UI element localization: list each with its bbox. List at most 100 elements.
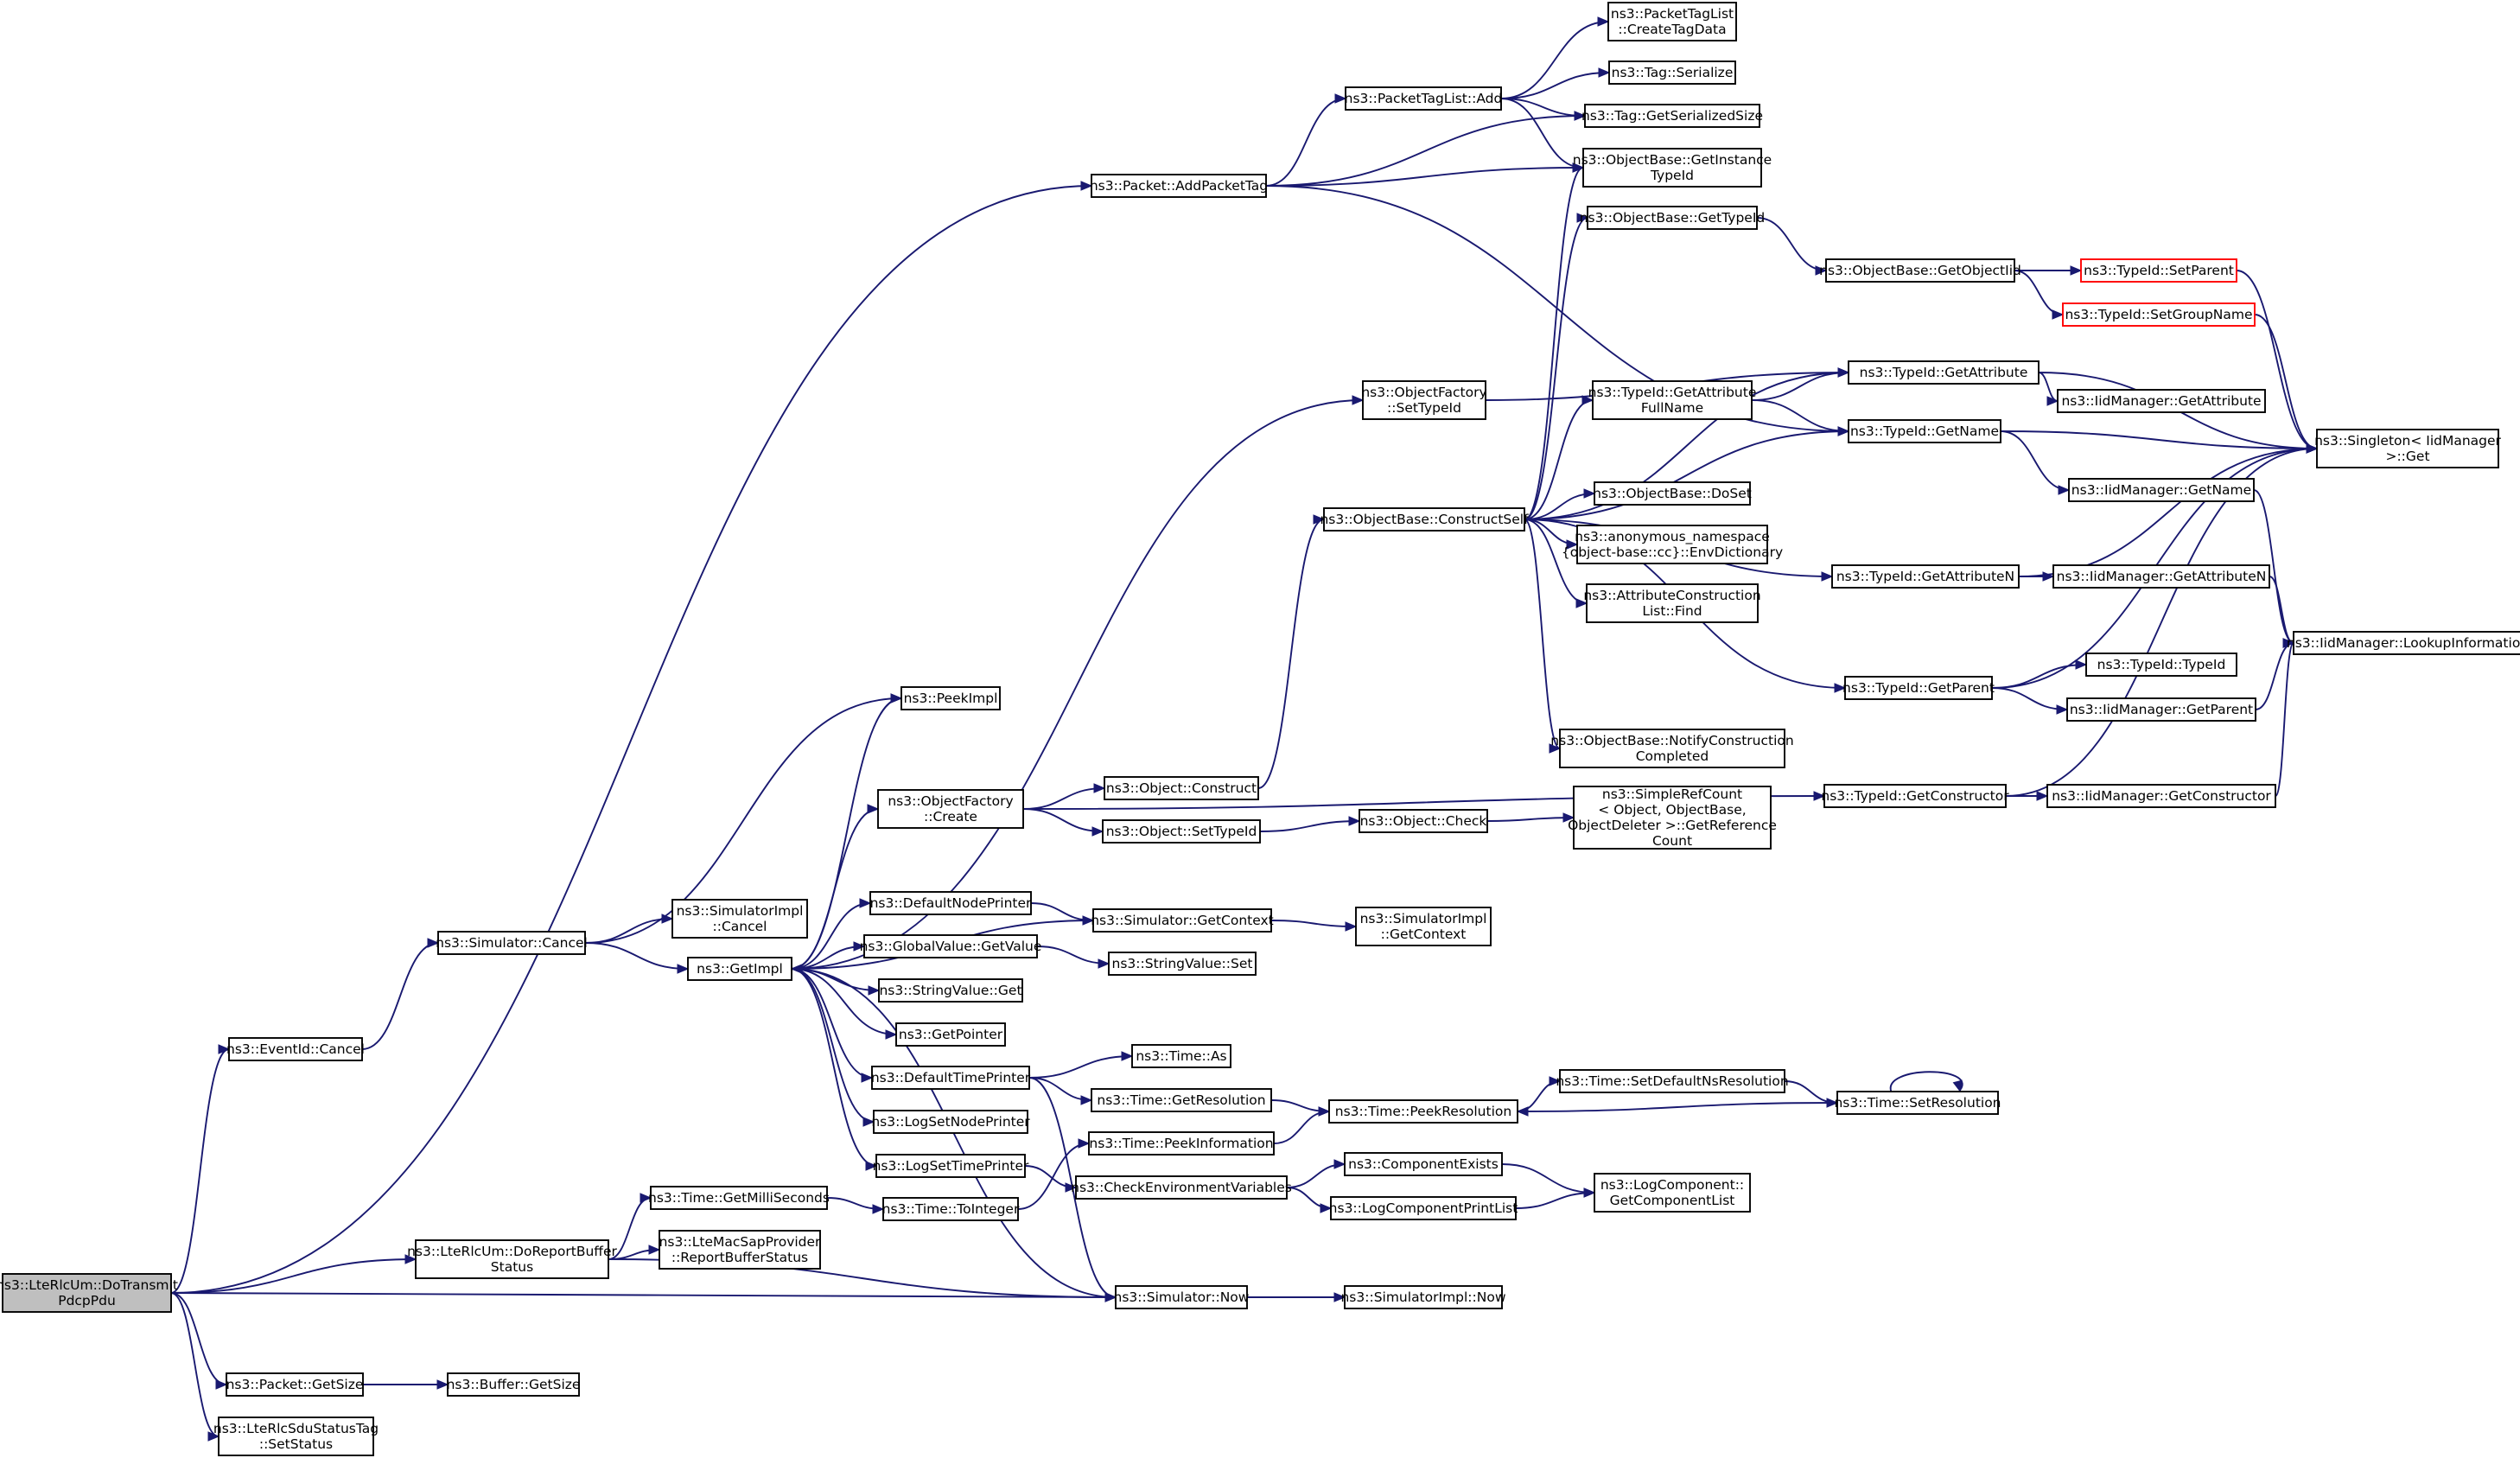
node-iidgetattr[interactable]: ns3::IidManager::GetAttribute — [2057, 389, 2266, 413]
node-gvgetvalue[interactable]: ns3::GlobalValue::GetValue — [860, 934, 1042, 958]
node-timetoint[interactable]: ns3::Time::ToInteger — [882, 1197, 1020, 1221]
node-box — [1573, 786, 1772, 850]
node-logcompprint[interactable]: ns3::LogComponentPrintList — [1329, 1196, 1518, 1220]
edge-arrowhead — [1333, 1292, 1346, 1302]
node-obgetobjectiid[interactable]: ns3::ObjectBase::GetObjectIid — [1819, 258, 2021, 283]
node-envdict[interactable]: ns3::anonymous_namespace{object-base::cc… — [1562, 525, 1783, 564]
edge-arrowhead — [890, 693, 903, 704]
node-box — [1576, 525, 1768, 564]
node-defnodeprinter[interactable]: ns3::DefaultNodePrinter — [869, 891, 1032, 915]
edge-tidsetparent-to-singletonget — [2236, 270, 2319, 454]
node-box — [218, 1417, 374, 1456]
node-obgettid[interactable]: ns3::ObjectBase::GetTypeId — [1580, 206, 1766, 230]
node-logsetnode[interactable]: ns3::LogSetNodePrinter — [871, 1110, 1030, 1134]
node-iidlookup[interactable]: ns3::IidManager::LookupInformation — [2287, 631, 2520, 655]
node-getpointer[interactable]: ns3::GetPointer — [895, 1022, 1006, 1047]
node-simimplcancel[interactable]: ns3::SimulatorImpl::Cancel — [671, 899, 808, 939]
node-bufgetsize[interactable]: ns3::Buffer::GetSize — [447, 1372, 581, 1397]
node-eventcancel[interactable]: ns3::EventId::Cancel — [226, 1037, 365, 1061]
node-timesetres[interactable]: ns3::Time::SetResolution — [1834, 1091, 2001, 1115]
node-srcgetref[interactable]: ns3::SimpleRefCount< Object, ObjectBase,… — [1568, 786, 1777, 850]
node-tidgetparent[interactable]: ns3::TypeId::GetParent — [1842, 676, 1995, 700]
node-timemilli[interactable]: ns3::Time::GetMilliSeconds — [648, 1186, 830, 1210]
node-iidgetattrn[interactable]: ns3::IidManager::GetAttributeN — [2052, 564, 2270, 589]
node-svget[interactable]: ns3::StringValue::Get — [878, 978, 1023, 1003]
node-tidsetgroup[interactable]: ns3::TypeId::SetGroupName — [2062, 302, 2256, 327]
node-timegetres[interactable]: ns3::Time::GetResolution — [1091, 1088, 1272, 1112]
node-objsettypeid[interactable]: ns3::Object::SetTypeId — [1102, 819, 1261, 844]
node-label: ns3::LogComponent:: — [1600, 1177, 1744, 1193]
node-obnotify[interactable]: ns3::ObjectBase::NotifyConstructionCompl… — [1550, 729, 1794, 768]
node-pktaddtag[interactable]: ns3::Packet::AddPacketTag — [1090, 174, 1268, 198]
node-svset[interactable]: ns3::StringValue::Set — [1108, 952, 1257, 976]
node-tidsetparent[interactable]: ns3::TypeId::SetParent — [2080, 258, 2237, 283]
node-simnow[interactable]: ns3::Simulator::Now — [1114, 1285, 1250, 1309]
node-obdoset[interactable]: ns3::ObjectBase::DoSet — [1593, 481, 1752, 506]
node-lcgetlist[interactable]: ns3::LogComponent::GetComponentList — [1594, 1173, 1751, 1213]
edge-line — [1517, 1080, 1561, 1112]
node-ofsettypeid[interactable]: ns3::ObjectFactory::SetTypeId — [1361, 380, 1487, 420]
node-macreport[interactable]: ns3::LteMacSapProvider::ReportBufferStat… — [659, 1230, 821, 1270]
node-tagserialize[interactable]: ns3::Tag::Serialize — [1608, 60, 1736, 85]
node-peekimpl[interactable]: ns3::PeekImpl — [900, 686, 1001, 710]
node-label: ns3::SimulatorImpl::Now — [1340, 1289, 1505, 1305]
node-label: ns3::Time::As — [1136, 1048, 1226, 1064]
node-objcheck[interactable]: ns3::Object::Check — [1359, 809, 1488, 833]
node-tidgetattrn[interactable]: ns3::TypeId::GetAttributeN — [1831, 564, 2020, 589]
node-timepeekres[interactable]: ns3::Time::PeekResolution — [1328, 1099, 1518, 1124]
node-tidgetattr[interactable]: ns3::TypeId::GetAttribute — [1848, 360, 2040, 385]
node-iidgetparent[interactable]: ns3::IidManager::GetParent — [2066, 697, 2256, 722]
node-simgetcontext[interactable]: ns3::Simulator::GetContext — [1091, 908, 1274, 933]
node-simimplgetcontext[interactable]: ns3::SimulatorImpl::GetContext — [1355, 907, 1492, 946]
edge-arrowhead — [861, 1073, 874, 1083]
node-singletonget[interactable]: ns3::Singleton< IidManager>::Get — [2314, 429, 2502, 468]
edge-tidgetname-to-iidgetname — [2000, 430, 2071, 495]
node-timeas[interactable]: ns3::Time::As — [1131, 1044, 1231, 1068]
node-compexists[interactable]: ns3::ComponentExists — [1344, 1152, 1503, 1176]
edge-line — [1028, 1055, 1133, 1079]
edge-arrowhead — [2306, 443, 2319, 454]
node-label: ns3::Packet::AddPacketTag — [1090, 178, 1268, 194]
node-pktgetsize[interactable]: ns3::Packet::GetSize — [226, 1372, 364, 1397]
node-simimplnow[interactable]: ns3::SimulatorImpl::Now — [1340, 1285, 1506, 1309]
edge-ofcreate-to-objconstruct — [1022, 783, 1106, 810]
node-label: ns3::TypeId::GetAttributeN — [1836, 569, 2014, 584]
edge-obconstructself-to-tidgetattrfull — [1524, 395, 1594, 520]
node-checkenv[interactable]: ns3::CheckEnvironmentVariables — [1071, 1175, 1292, 1200]
node-simcancel[interactable]: ns3::Simulator::Cancel — [436, 931, 588, 955]
node-timesetdefns[interactable]: ns3::Time::SetDefaultNsResolution — [1556, 1069, 1789, 1093]
node-box — [1362, 380, 1486, 420]
edge-root-to-lrdoreport — [170, 1254, 417, 1294]
edge-pktaddtag-to-obgetinsttid — [1265, 162, 1585, 187]
node-tidgetname[interactable]: ns3::TypeId::GetName — [1848, 419, 2001, 443]
node-tidtypeid[interactable]: ns3::TypeId::TypeId — [2085, 653, 2237, 677]
edge-line — [1022, 808, 1104, 832]
node-ofcreate[interactable]: ns3::ObjectFactory::Create — [877, 789, 1024, 829]
node-objconstruct[interactable]: ns3::Object::Construct — [1104, 776, 1259, 800]
node-tidgetctor[interactable]: ns3::TypeId::GetConstructor — [1821, 784, 2009, 808]
node-iidgetctor[interactable]: ns3::IidManager::GetConstructor — [2046, 784, 2276, 808]
node-deftimeprinter[interactable]: ns3::DefaultTimePrinter — [871, 1066, 1031, 1090]
node-iidgetname[interactable]: ns3::IidManager::GetName — [2068, 478, 2255, 502]
edge-root-to-simnow — [170, 1292, 1117, 1302]
node-label: ns3::SimpleRefCount — [1602, 786, 1742, 802]
edge-getimpl-to-ofsettypeid — [791, 395, 1365, 970]
node-label: ::Cancel — [713, 919, 767, 934]
node-logsettime[interactable]: ns3::LogSetTimePrinter — [873, 1154, 1029, 1178]
node-ptladd[interactable]: ns3::PacketTagList::Add — [1345, 86, 1503, 111]
edge-arrowhead — [1348, 816, 1361, 826]
edge-tidgetattrfull-to-tidgetattr — [1751, 367, 1850, 401]
node-getimpl[interactable]: ns3::GetImpl — [687, 957, 792, 981]
node-timepeekinfo[interactable]: ns3::Time::PeekInformation — [1088, 1131, 1275, 1156]
node-sdusetstatus[interactable]: ns3::LteRlcSduStatusTag::SetStatus — [213, 1417, 379, 1456]
node-taggetsersize[interactable]: ns3::Tag::GetSerializedSize — [1581, 104, 1763, 128]
node-ptlcreate[interactable]: ns3::PacketTagList::CreateTagData — [1607, 2, 1737, 41]
node-box — [1836, 1091, 1999, 1115]
node-obconstructself[interactable]: ns3::ObjectBase::ConstructSelf — [1320, 507, 1529, 532]
edge-line — [170, 1292, 227, 1385]
